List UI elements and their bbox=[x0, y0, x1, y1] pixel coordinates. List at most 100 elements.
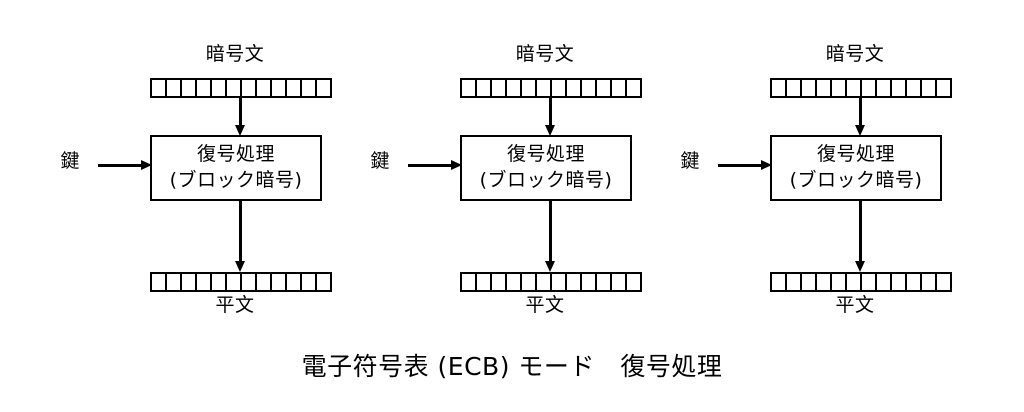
ciphertext-bar-1 bbox=[150, 78, 332, 98]
bar-cell bbox=[212, 80, 227, 96]
ciphertext-to-process-arrow-3 bbox=[855, 98, 866, 136]
bar-cell bbox=[507, 80, 522, 96]
bar-cell bbox=[242, 274, 257, 290]
bar-cell bbox=[847, 80, 862, 96]
arrow-shaft bbox=[549, 98, 552, 126]
process-to-plaintext-arrow-3 bbox=[855, 201, 866, 273]
bar-cell bbox=[242, 80, 257, 96]
bar-cell bbox=[907, 274, 922, 290]
process-subtitle-3: (ブロック暗号) bbox=[789, 169, 923, 191]
decryption-process-box-3: 復号処理 (ブロック暗号) bbox=[770, 135, 942, 201]
bar-cell bbox=[287, 80, 302, 96]
arrow-shaft bbox=[98, 164, 143, 167]
arrow-shaft bbox=[859, 201, 862, 262]
bar-cell bbox=[567, 274, 582, 290]
bar-cell bbox=[492, 80, 507, 96]
bar-cell bbox=[462, 80, 477, 96]
process-title-3: 復号処理 bbox=[816, 143, 895, 166]
key-to-process-arrow-1 bbox=[98, 160, 152, 171]
bar-cell bbox=[802, 80, 817, 96]
plaintext-label-2: 平文 bbox=[525, 294, 565, 316]
key-to-process-arrow-2 bbox=[408, 160, 462, 171]
arrow-shaft bbox=[239, 201, 242, 262]
plaintext-bar-3 bbox=[770, 272, 952, 292]
bar-cell bbox=[257, 80, 272, 96]
ciphertext-bar-3 bbox=[770, 78, 952, 98]
bar-cell bbox=[302, 80, 317, 96]
bar-cell bbox=[552, 274, 567, 290]
bar-cell bbox=[317, 274, 330, 290]
bar-cell bbox=[197, 274, 212, 290]
bar-cell bbox=[937, 274, 950, 290]
arrow-head bbox=[545, 125, 555, 136]
bar-cell bbox=[317, 80, 330, 96]
bar-cell bbox=[227, 80, 242, 96]
ecb-block-1: 暗号文 鍵 復号処理 (ブロック暗号) bbox=[60, 0, 385, 330]
bar-cell bbox=[537, 80, 552, 96]
bar-cell bbox=[462, 274, 477, 290]
bar-cell bbox=[582, 80, 597, 96]
bar-cell bbox=[522, 80, 537, 96]
process-title-2: 復号処理 bbox=[506, 143, 585, 166]
key-to-process-arrow-3 bbox=[718, 160, 772, 171]
bar-cell bbox=[937, 80, 950, 96]
bar-cell bbox=[552, 80, 567, 96]
bar-cell bbox=[832, 274, 847, 290]
bar-cell bbox=[862, 80, 877, 96]
arrow-head bbox=[761, 160, 772, 170]
arrow-head bbox=[141, 160, 152, 170]
bar-cell bbox=[892, 274, 907, 290]
bar-cell bbox=[582, 274, 597, 290]
bar-cell bbox=[492, 274, 507, 290]
arrow-head bbox=[235, 125, 245, 136]
key-label-1: 鍵 bbox=[60, 150, 80, 172]
arrow-shaft bbox=[718, 164, 763, 167]
bar-cell bbox=[907, 80, 922, 96]
arrow-shaft bbox=[408, 164, 453, 167]
plaintext-label-1: 平文 bbox=[215, 294, 255, 316]
arrow-shaft bbox=[549, 201, 552, 262]
bar-cell bbox=[627, 274, 640, 290]
ciphertext-to-process-arrow-2 bbox=[545, 98, 556, 136]
bar-cell bbox=[877, 274, 892, 290]
key-label-3: 鍵 bbox=[680, 150, 700, 172]
arrow-head bbox=[545, 261, 555, 272]
process-to-plaintext-arrow-1 bbox=[235, 201, 246, 273]
bar-cell bbox=[152, 274, 167, 290]
ciphertext-label-3: 暗号文 bbox=[825, 43, 885, 65]
process-title-1: 復号処理 bbox=[196, 143, 275, 166]
bar-cell bbox=[182, 80, 197, 96]
bar-cell bbox=[167, 274, 182, 290]
key-label-2: 鍵 bbox=[370, 150, 390, 172]
plaintext-label-3: 平文 bbox=[835, 294, 875, 316]
bar-cell bbox=[772, 80, 787, 96]
bar-cell bbox=[477, 274, 492, 290]
bar-cell bbox=[892, 80, 907, 96]
arrow-head bbox=[235, 261, 245, 272]
bar-cell bbox=[567, 80, 582, 96]
decryption-process-box-2: 復号処理 (ブロック暗号) bbox=[460, 135, 632, 201]
bar-cell bbox=[877, 80, 892, 96]
diagram-caption: 電子符号表 (ECB) モード 復号処理 bbox=[301, 352, 723, 381]
ecb-block-2: 暗号文 鍵 復号処理 (ブロック暗号) bbox=[370, 0, 695, 330]
bar-cell bbox=[817, 80, 832, 96]
bar-cell bbox=[537, 274, 552, 290]
bar-cell bbox=[612, 80, 627, 96]
bar-cell bbox=[772, 274, 787, 290]
bar-cell bbox=[227, 274, 242, 290]
bar-cell bbox=[152, 80, 167, 96]
bar-cell bbox=[612, 274, 627, 290]
arrow-head bbox=[855, 261, 865, 272]
arrow-shaft bbox=[239, 98, 242, 126]
decryption-process-box-1: 復号処理 (ブロック暗号) bbox=[150, 135, 322, 201]
bar-cell bbox=[197, 80, 212, 96]
ciphertext-to-process-arrow-1 bbox=[235, 98, 246, 136]
plaintext-bar-2 bbox=[460, 272, 642, 292]
bar-cell bbox=[627, 80, 640, 96]
bar-cell bbox=[817, 274, 832, 290]
plaintext-bar-1 bbox=[150, 272, 332, 292]
bar-cell bbox=[802, 274, 817, 290]
bar-cell bbox=[787, 274, 802, 290]
ciphertext-bar-2 bbox=[460, 78, 642, 98]
